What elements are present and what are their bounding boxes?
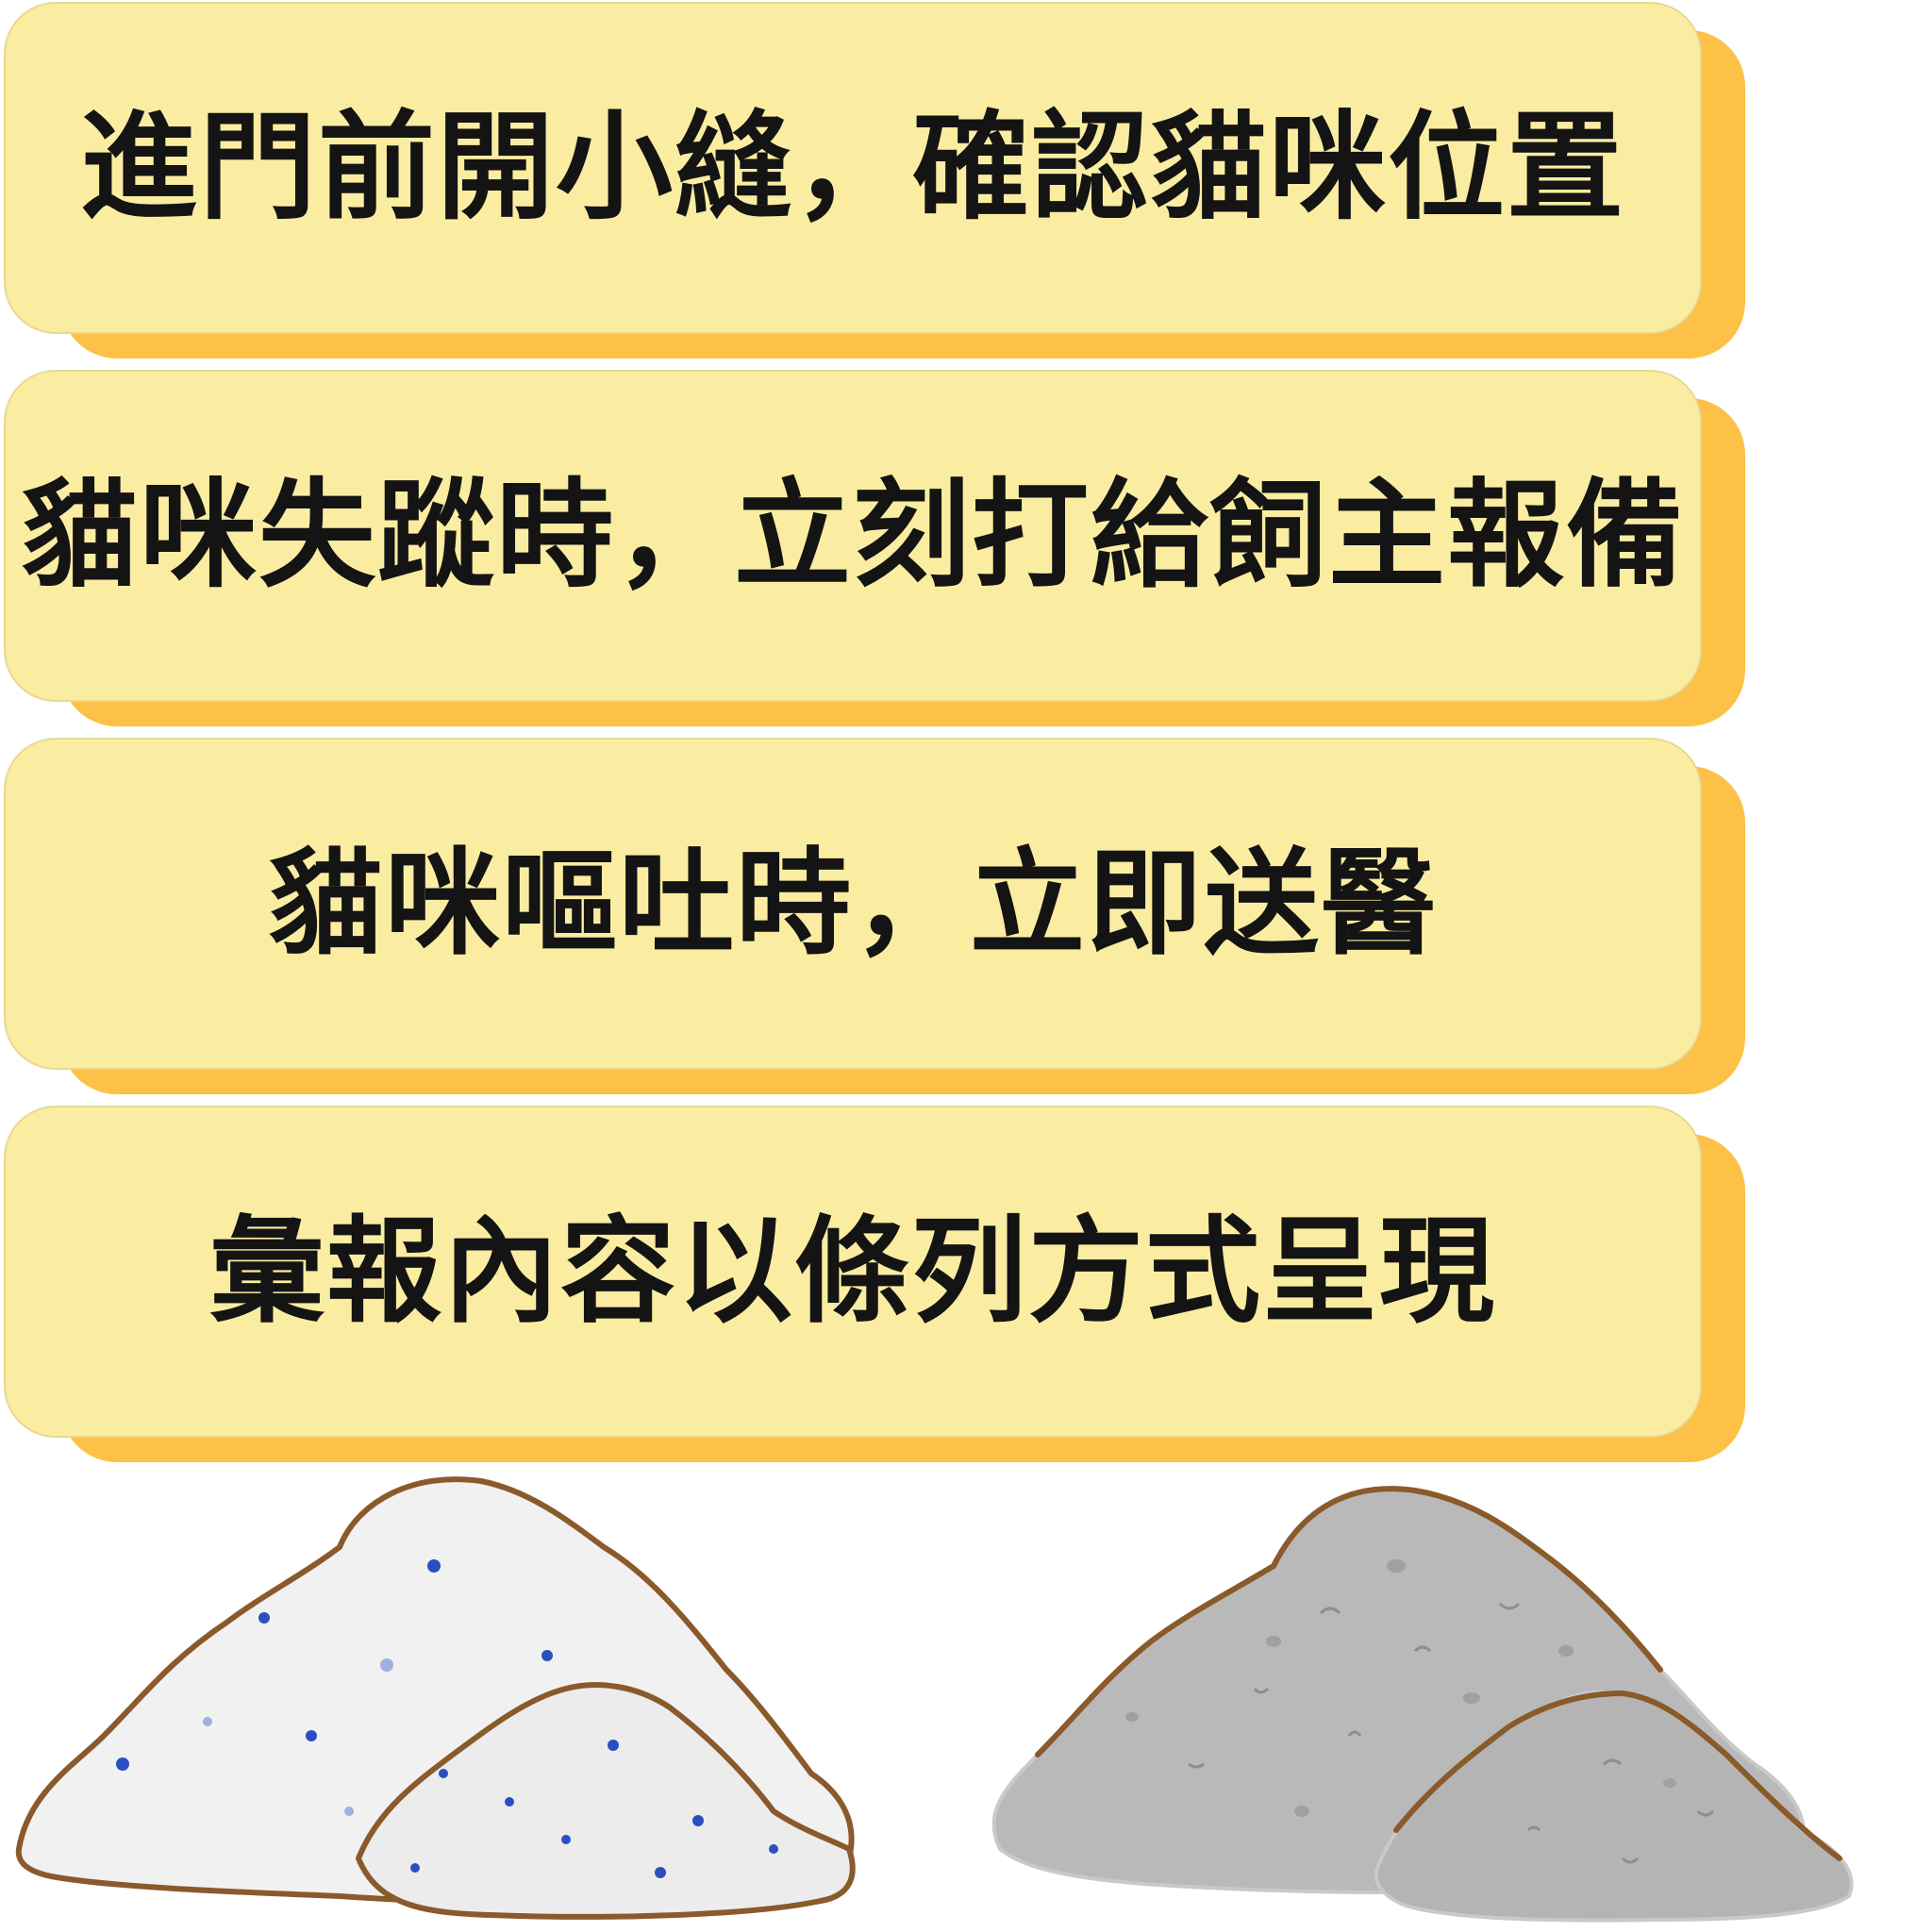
card-face: 貓咪嘔吐時，立即送醫 (4, 738, 1702, 1070)
instruction-card-2: 貓咪失蹤時，立刻打給飼主報備 (4, 370, 1747, 726)
instruction-card-1: 進門前開小縫，確認貓咪位置 (4, 2, 1747, 358)
gray-litter-pile-icon (991, 1486, 1854, 1923)
white-litter-pile-icon (15, 1476, 856, 1920)
instruction-card-3: 貓咪嘔吐時，立即送醫 (4, 738, 1747, 1094)
card-face: 彙報內容以條列方式呈現 (4, 1106, 1702, 1438)
card-label: 貓咪嘔吐時，立即送醫 (268, 837, 1438, 971)
card-label: 貓咪失蹤時，立刻打給飼主報備 (20, 468, 1685, 604)
card-label: 進門前開小縫，確認貓咪位置 (79, 100, 1625, 236)
litter-piles (15, 1476, 1854, 1923)
card-label: 彙報內容以條列方式呈現 (209, 1205, 1496, 1339)
instruction-card-4: 彙報內容以條列方式呈現 (4, 1106, 1747, 1462)
card-face: 進門前開小縫，確認貓咪位置 (4, 2, 1702, 334)
card-face: 貓咪失蹤時，立刻打給飼主報備 (4, 370, 1702, 702)
